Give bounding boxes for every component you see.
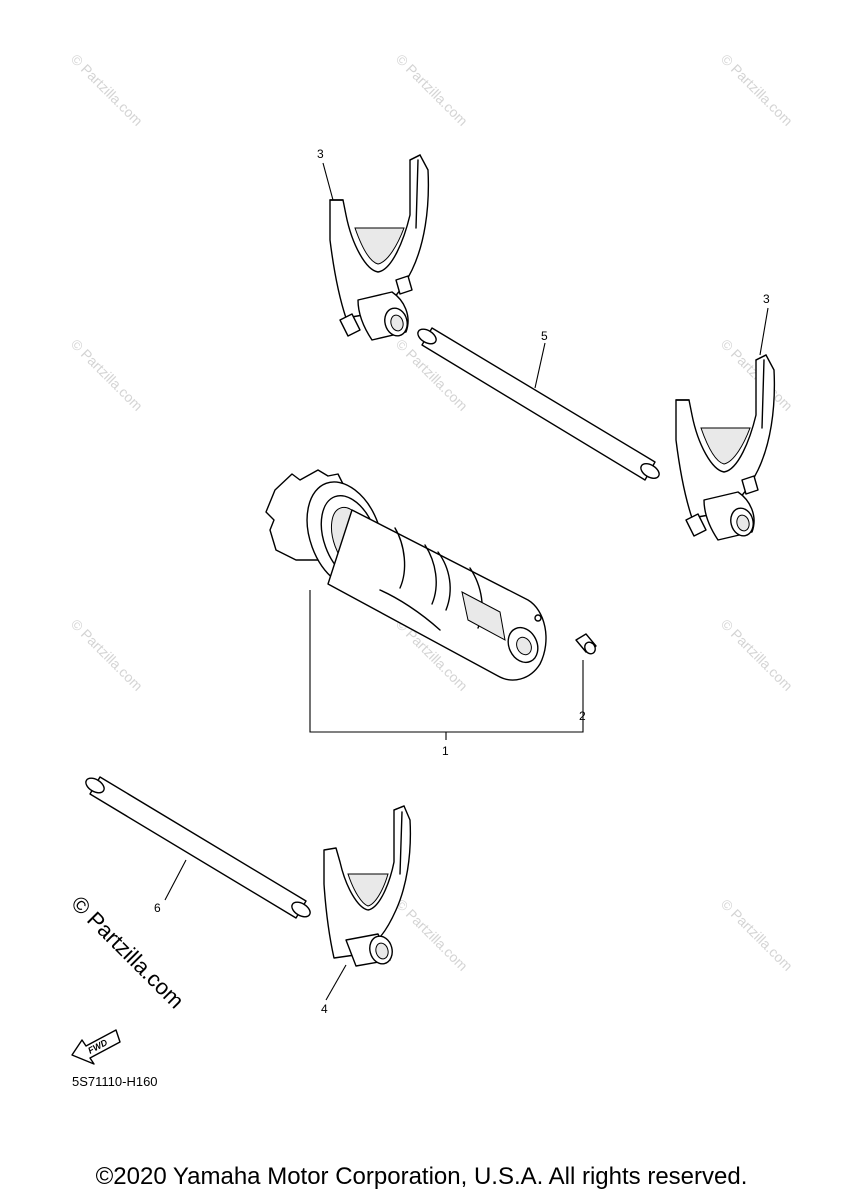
watermark-text: © Partzilla.com <box>393 51 471 129</box>
callout-fork-lower: 4 <box>321 1002 328 1016</box>
screw[interactable] <box>575 633 597 656</box>
shift-drum-assembly[interactable] <box>265 469 547 681</box>
shift-fork-right[interactable] <box>675 354 776 541</box>
watermark-partzilla: © Partzilla.com <box>66 891 189 1014</box>
diagram-code: 5S71110-H160 <box>72 1074 158 1089</box>
guide-bar-upper[interactable] <box>415 326 661 481</box>
callout-shift-drum: 1 <box>442 744 449 758</box>
shift-fork-left[interactable] <box>329 154 430 341</box>
shift-fork-lower[interactable] <box>323 805 412 967</box>
guide-bar-lower[interactable] <box>83 775 312 920</box>
watermark-text: © Partzilla.com <box>718 51 796 129</box>
watermark-text: © Partzilla.com <box>718 896 796 974</box>
callout-screw: 2 <box>579 709 586 723</box>
watermark-text: © Partzilla.com <box>718 616 796 694</box>
callout-fork-left: 3 <box>317 147 324 161</box>
copyright-notice: ©2020 Yamaha Motor Corporation, U.S.A. A… <box>95 1163 748 1190</box>
callout-guide-bar-lower: 6 <box>154 901 161 915</box>
fwd-arrow-icon: FWD <box>71 1029 121 1065</box>
callout-fork-right: 3 <box>763 292 770 306</box>
watermark-text: © Partzilla.com <box>68 51 146 129</box>
callout-guide-bar-upper: 5 <box>541 329 548 343</box>
watermark-text: © Partzilla.com <box>68 336 146 414</box>
watermark-text: © Partzilla.com <box>393 896 471 974</box>
callout-labels: 3 3 5 2 1 6 4 <box>154 147 770 1016</box>
leader-lines <box>164 162 769 1001</box>
watermark-text: © Partzilla.com <box>68 616 146 694</box>
